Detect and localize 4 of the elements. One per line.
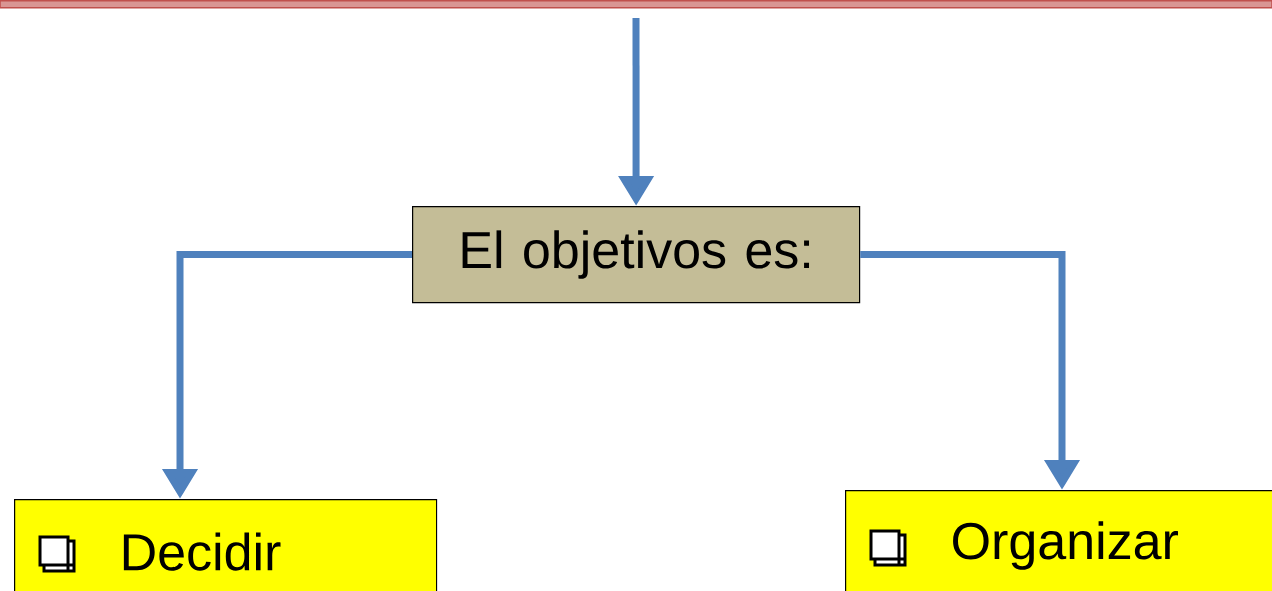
option-box: Organizar <box>845 490 1272 591</box>
top-bar <box>0 0 1272 9</box>
option-box: Decidir <box>14 499 438 591</box>
text-box: El objetivos es: <box>412 206 861 304</box>
